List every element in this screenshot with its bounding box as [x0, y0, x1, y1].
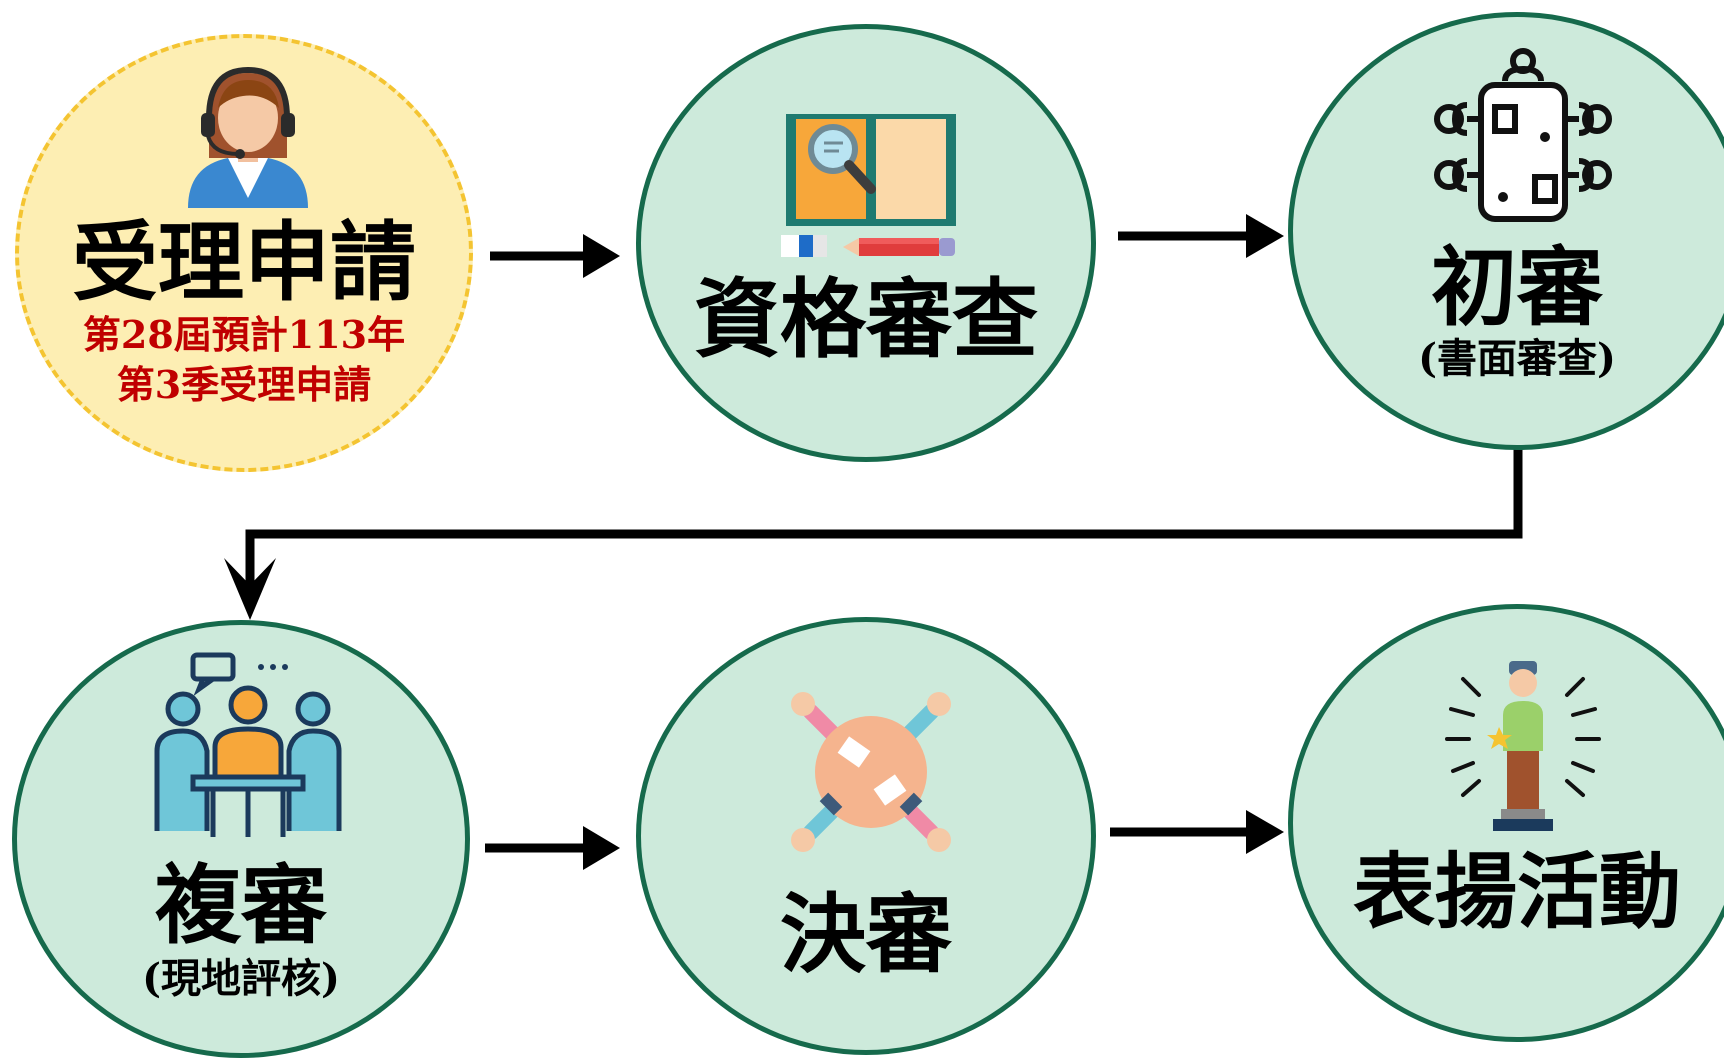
node-title: 資格審查	[694, 269, 1038, 370]
team-meeting-icon	[154, 652, 342, 837]
node-title: 初審	[1431, 237, 1603, 338]
arrow-eligibility-to-initial	[1118, 214, 1284, 258]
node-subtitle: (書面審查)	[1418, 335, 1616, 382]
step-second-review: 複審 (現地評核)	[12, 620, 470, 1058]
step-initial-review: 初審 (書面審查)	[1288, 12, 1724, 450]
node-title: 複審	[155, 855, 327, 956]
arrow-accept-to-eligibility	[490, 234, 620, 278]
node-subtitle-line-1: 第28屆預計113年	[82, 312, 406, 357]
arrow-review-to-final	[485, 826, 620, 870]
book-magnifier-icon	[781, 114, 956, 257]
node-title: 受理申請	[72, 212, 416, 313]
node-subtitle-line-2: 第3季受理申請	[116, 362, 372, 407]
step-accept-application: 受理申請 第28屆預計113年 第3季受理申請	[15, 34, 473, 472]
arrow-final-to-award	[1110, 810, 1284, 854]
node-title: 決審	[780, 884, 952, 985]
step-final-review: 決審	[636, 617, 1096, 1055]
headset-operator-icon	[188, 66, 308, 208]
meeting-table-icon	[1434, 48, 1612, 222]
round-table-icon	[791, 692, 951, 852]
node-title: 表揚活動	[1352, 844, 1681, 940]
arrow-initial-to-review	[224, 445, 1523, 620]
node-subtitle: (現地評核)	[142, 955, 340, 1002]
award-trophy-person-icon	[1445, 661, 1601, 831]
step-eligibility-review: 資格審查	[636, 24, 1096, 462]
step-award-ceremony: 表揚活動	[1288, 604, 1724, 1042]
